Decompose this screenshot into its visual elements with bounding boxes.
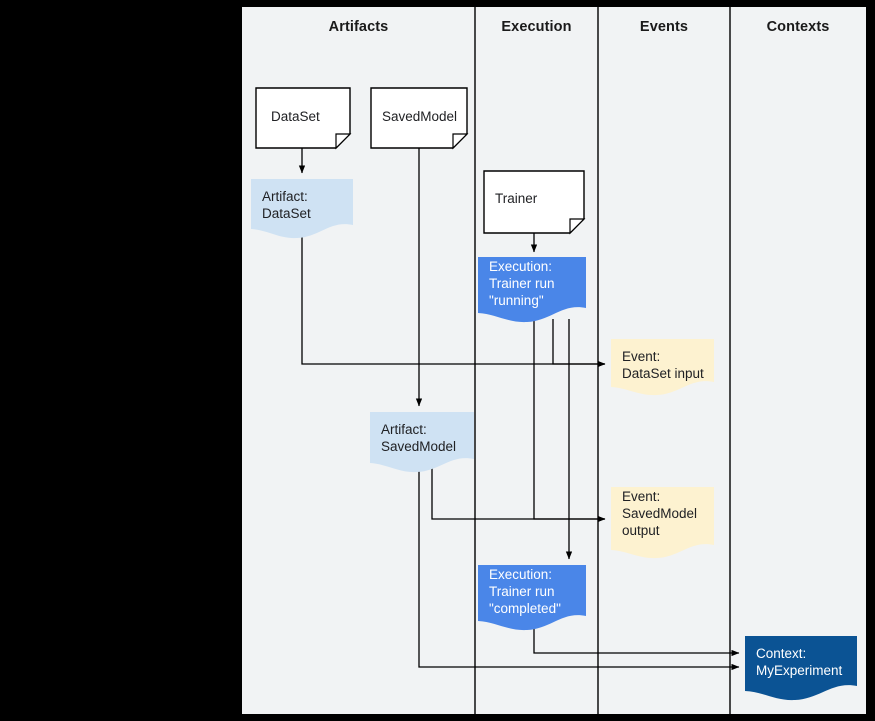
swimlane-dividers <box>474 7 731 714</box>
connector-lines <box>298 148 740 671</box>
column-title-execution: Execution <box>501 19 572 35</box>
fold-corner-type-savedmodel <box>452 133 469 150</box>
fold-corner-type-trainer <box>569 218 586 235</box>
context-nodes <box>745 636 857 701</box>
node-shape-execution-running <box>478 257 586 323</box>
fold-corner-type-dataset <box>335 133 352 150</box>
node-shape-artifact-dataset <box>251 179 353 239</box>
column-title-artifacts: Artifacts <box>328 19 389 35</box>
node-shape-event-savedmodel-output <box>611 487 714 559</box>
type-nodes <box>255 87 586 235</box>
node-shape-execution-completed <box>478 565 586 631</box>
execution-nodes <box>478 257 586 631</box>
edge-artifactsaved-to-context <box>418 468 740 671</box>
diagram-graphics <box>251 7 857 714</box>
edge-completed-to-context <box>533 627 740 657</box>
artifact-nodes <box>251 179 474 473</box>
metadata-flow-diagram: Artifacts Execution Events Contexts <box>242 7 866 714</box>
event-nodes <box>611 339 714 559</box>
edge-artifactdataset-to-event <box>301 235 606 368</box>
column-title-contexts: Contexts <box>766 19 830 35</box>
column-title-events: Events <box>639 19 689 35</box>
edge-artifactsaved-to-event <box>431 468 606 523</box>
node-shape-artifact-savedmodel <box>370 412 474 473</box>
edge-running-to-event-input <box>552 319 606 368</box>
node-shape-event-dataset-input <box>611 339 714 396</box>
node-shape-context-myexperiment <box>745 636 857 701</box>
node-shape-type-trainer <box>483 170 585 234</box>
